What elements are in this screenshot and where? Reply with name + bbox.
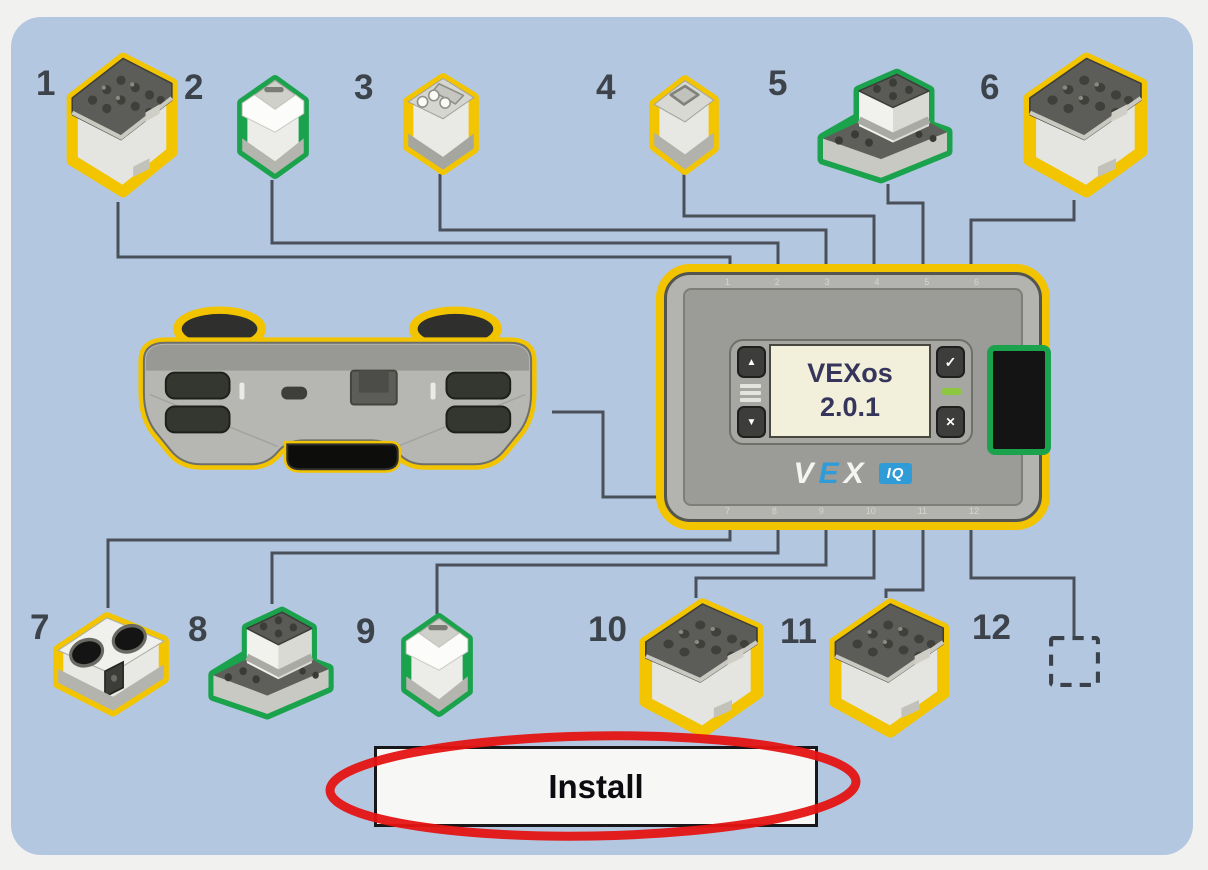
device-11-smart-motor-icon: [820, 592, 952, 742]
brain-speaker-icon: [740, 384, 761, 405]
device-1-number: 1: [36, 64, 56, 103]
brain-battery-connector: [987, 345, 1051, 455]
device-4-bumper-switch-icon: [644, 72, 724, 176]
device-2-number: 2: [184, 68, 204, 107]
install-button[interactable]: Install: [374, 746, 818, 827]
brain-port-label: 1: [725, 277, 731, 287]
brain-screen-line2: 2.0.1: [819, 392, 881, 422]
device-11-number: 11: [780, 612, 817, 651]
device-4-number: 4: [596, 68, 616, 107]
brain-down-button: ▼: [737, 406, 766, 438]
device-8-gyro-sensor-icon: [206, 600, 336, 722]
brain-port-label: 9: [818, 506, 824, 516]
brain-screen: VEXos 2.0.1: [769, 344, 931, 438]
device-10-smart-motor-icon: [630, 592, 766, 742]
device-2-touch-led-icon: [232, 72, 314, 182]
brain-x-button: ✕: [936, 406, 965, 438]
vex-logo-iq-badge: IQ: [878, 463, 913, 484]
brain-port-label: 3: [824, 277, 830, 287]
brain-check-button: ✓: [936, 346, 965, 378]
brain-up-button: ▲: [737, 346, 766, 378]
vex-logo-x: X: [843, 457, 869, 490]
brain-port-label: 5: [924, 277, 930, 287]
device-6-smart-motor-icon: [1014, 46, 1150, 202]
brain-port-label: 7: [725, 506, 731, 516]
brain-screen-line1: VEXos: [807, 358, 893, 389]
vex-logo-v: V: [793, 457, 819, 490]
brain-power-led: [941, 388, 962, 395]
device-10-number: 10: [588, 610, 627, 649]
device-5-gyro-sensor-icon: [815, 62, 955, 186]
device-3-color-sensor-icon: [398, 70, 484, 176]
brain-bottom-ports: 7 8 9 10 11 12: [725, 507, 979, 516]
brain-port-label: 4: [874, 277, 880, 287]
device-9-number: 9: [356, 612, 376, 651]
device-3-number: 3: [354, 68, 374, 107]
brain-port-label: 6: [973, 277, 979, 287]
device-12-number: 12: [972, 608, 1011, 647]
vex-iq-logo: VEX IQ: [667, 457, 1039, 491]
device-9-touch-led-icon: [396, 610, 478, 720]
device-1-smart-motor-icon: [58, 46, 180, 202]
device-7-number: 7: [30, 608, 50, 647]
device-7-distance-sensor-icon: [48, 604, 174, 720]
device-5-number: 5: [768, 64, 788, 103]
brain-port-label: 2: [774, 277, 780, 287]
brain-port-label: 10: [865, 506, 876, 516]
controller-icon: [138, 306, 537, 473]
device-8-number: 8: [188, 610, 208, 649]
device-12-empty-port-icon: [1046, 633, 1103, 690]
device-6-number: 6: [980, 68, 1000, 107]
brain-top-ports: 1 2 3 4 5 6: [725, 278, 979, 287]
brain-port-label: 11: [917, 506, 928, 516]
brain-port-label: 12: [968, 506, 979, 516]
brain-screen-cluster: ▲ ▼ VEXos 2.0.1 ✓ ✕: [729, 339, 973, 445]
vex-logo-e: E: [818, 457, 844, 490]
brain-port-label: 8: [771, 506, 777, 516]
